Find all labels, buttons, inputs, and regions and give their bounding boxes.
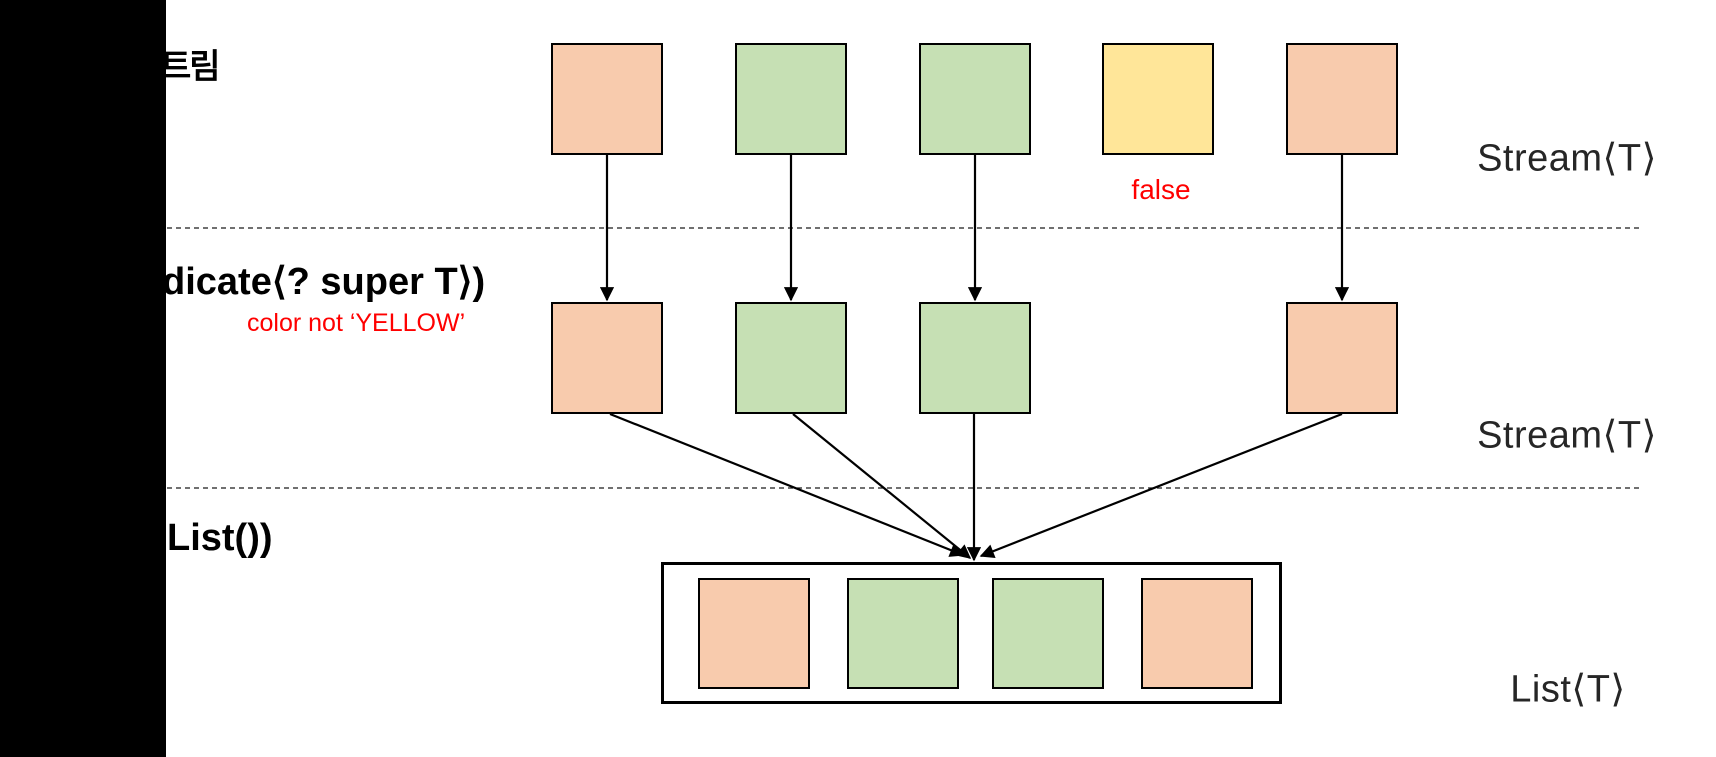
source-element-4-yellow bbox=[1102, 43, 1214, 155]
collected-element-1-orange bbox=[698, 578, 810, 689]
collected-element-3-green bbox=[992, 578, 1104, 689]
left-black-panel bbox=[0, 0, 166, 757]
collected-element-4-orange bbox=[1141, 578, 1253, 689]
collected-element-2-green bbox=[847, 578, 959, 689]
label-collect-tolist: List()) bbox=[167, 517, 273, 559]
source-element-3-green bbox=[919, 43, 1031, 155]
source-element-5-orange bbox=[1286, 43, 1398, 155]
collect-arrow-2 bbox=[792, 413, 972, 559]
annotation-filter-condition: color not ‘YELLOW’ bbox=[247, 309, 466, 337]
list-container-box bbox=[661, 562, 1282, 704]
label-stream-korean: 트림 bbox=[160, 48, 221, 86]
filtered-element-2-green bbox=[735, 302, 847, 414]
annotation-false: false bbox=[1131, 174, 1191, 205]
label-stream-type-source: Stream⟨T⟩ bbox=[1477, 137, 1657, 180]
collect-arrow-4 bbox=[979, 412, 1343, 558]
filtered-element-4-orange bbox=[1286, 302, 1398, 414]
filtered-element-3-green bbox=[919, 302, 1031, 414]
source-element-2-green bbox=[735, 43, 847, 155]
label-list-type: List⟨T⟩ bbox=[1510, 668, 1626, 711]
collect-arrow-1 bbox=[609, 412, 965, 557]
label-filter-predicate: dicate⟨? super T⟩) bbox=[162, 261, 486, 303]
source-element-1-orange bbox=[551, 43, 663, 155]
filtered-element-1-orange bbox=[551, 302, 663, 414]
label-stream-type-filtered: Stream⟨T⟩ bbox=[1477, 414, 1657, 457]
